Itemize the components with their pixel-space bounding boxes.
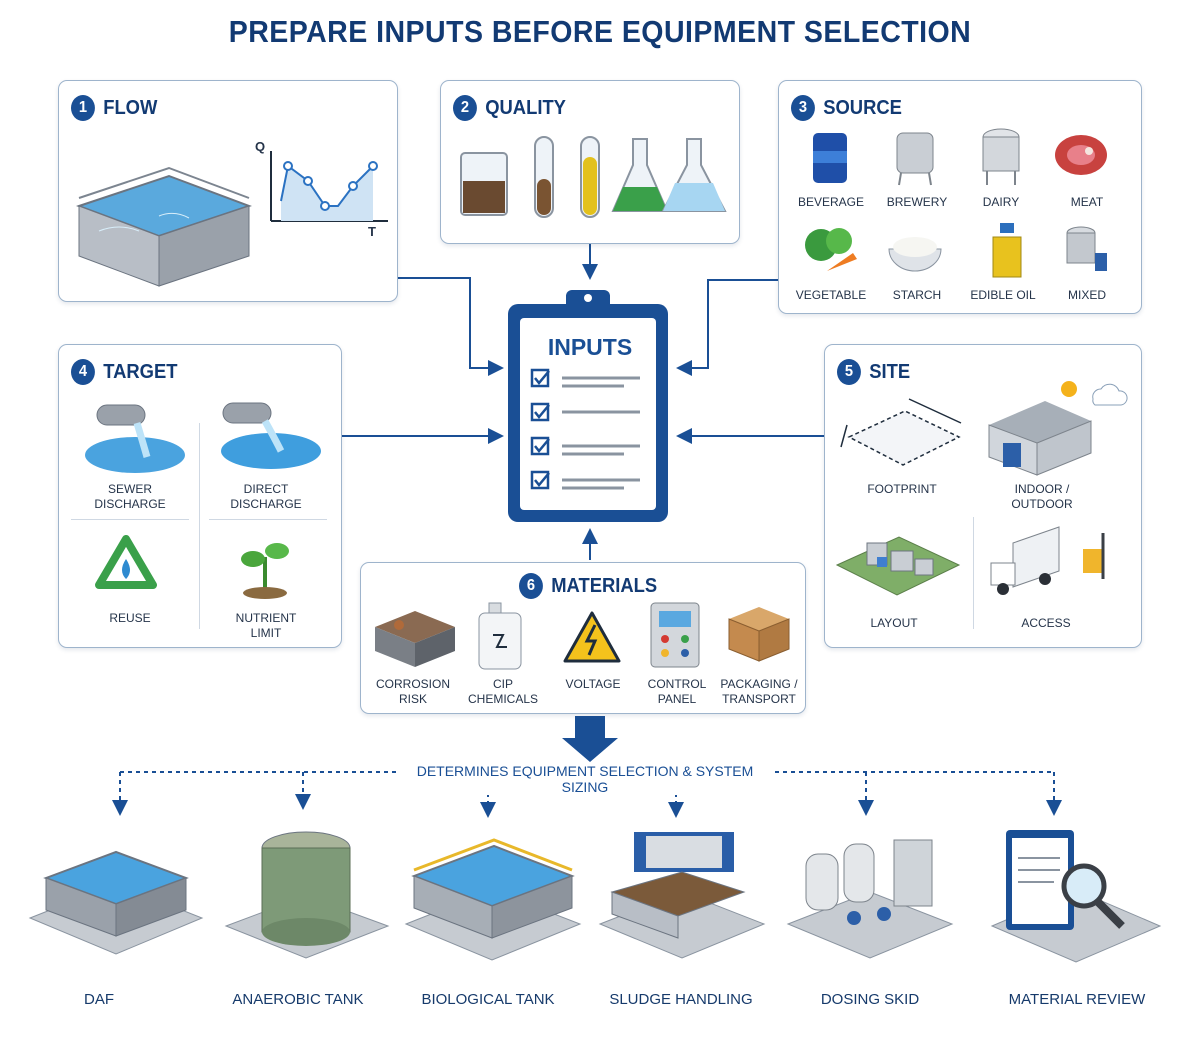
nutrient-plant-icon: [241, 543, 289, 599]
control-panel-icon: [650, 602, 700, 668]
materials-item: PACKAGING / TRANSPORT: [720, 677, 798, 706]
source-item: DAIRY: [982, 195, 1020, 209]
dairy-tank-icon: [982, 128, 1020, 185]
access-truck-forklift-icon: [990, 526, 1105, 595]
source-item: BREWERY: [886, 195, 948, 209]
target-item: DIRECT DISCHARGE: [230, 482, 302, 511]
equipment-label: MATERIAL REVIEW: [1008, 991, 1146, 1008]
target-panel: 4 TARGET SEWER DISCHARGE DIRECT DISCHARG…: [58, 344, 342, 648]
source-connector: [676, 279, 778, 376]
source-panel: 3 SOURCE BEVERAGE BREWERY DAIRY MEAT VEG…: [778, 80, 1142, 314]
axis-q: Q: [255, 139, 266, 154]
target-item: NUTRIENT LIMIT: [235, 611, 297, 640]
site-panel: 5 SITE FOOTPRINT INDOOR / OUTDOOR LAYOUT…: [824, 344, 1142, 648]
meat-icon: [1055, 135, 1107, 175]
source-item: VEGETABLE: [795, 288, 867, 302]
materials-item: VOLTAGE: [565, 677, 621, 691]
source-item: STARCH: [892, 288, 942, 302]
down-big-arrow: [562, 716, 618, 762]
equipment-label: BIOLOGICAL TANK: [421, 991, 555, 1008]
material-review-icon: [990, 830, 1162, 963]
target-item: SEWER DISCHARGE: [94, 482, 166, 511]
flow-connector: [396, 277, 504, 376]
materials-item: CONTROL PANEL: [647, 677, 707, 706]
equipment-label: DOSING SKID: [820, 991, 920, 1008]
axis-t: t: [368, 224, 376, 239]
materials-number: 6: [519, 573, 543, 599]
equipment-label: DAF: [84, 991, 114, 1008]
site-item: INDOOR / OUTDOOR: [1011, 482, 1073, 511]
source-title: 3 SOURCE: [791, 95, 902, 121]
indoor-outdoor-building-icon: [988, 401, 1092, 476]
flow-number: 1: [71, 95, 95, 121]
weather-icon: [1061, 381, 1128, 406]
quality-title: 2 QUALITY: [453, 95, 566, 121]
water-tank-icon: [76, 166, 252, 287]
test-tube-yellow-icon: [580, 136, 600, 218]
flow-chart-icon: [270, 151, 388, 222]
flow-panel: 1 FLOW Q t: [58, 80, 398, 302]
starch-bowl-icon: [888, 237, 942, 272]
source-label: SOURCE: [823, 96, 902, 119]
inputs-label: INPUTS: [547, 334, 633, 360]
materials-item: CORROSION RISK: [375, 677, 450, 706]
materials-label: MATERIALS: [551, 574, 658, 597]
quality-panel: 2 QUALITY: [440, 80, 740, 244]
layout-icon: [835, 536, 961, 596]
dosing-skid-icon: [786, 839, 954, 959]
equipment-label: ANAEROBIC TANK: [232, 991, 364, 1008]
materials-panel: 6 MATERIALS CORROSION RISK CIP CHEMICALS…: [360, 562, 806, 714]
vegetable-icon: [805, 228, 857, 271]
high-voltage-icon: [563, 611, 621, 663]
source-item: BEVERAGE: [797, 195, 865, 209]
site-item: ACCESS: [1021, 616, 1071, 630]
direct-discharge-pipe-icon: [221, 402, 321, 469]
target-item: REUSE: [109, 611, 151, 625]
flask-clear-icon: [661, 138, 727, 212]
flow-label: FLOW: [103, 96, 158, 119]
daf-unit-icon: [28, 850, 204, 955]
biological-tank-icon: [404, 838, 582, 961]
sewer-pipe-icon: [85, 404, 185, 473]
flow-title: 1 FLOW: [71, 95, 157, 121]
sample-vessels: [460, 136, 727, 218]
brewery-tank-icon: [896, 132, 934, 186]
footprint-icon: [840, 398, 962, 466]
site-item: LAYOUT: [870, 616, 918, 630]
target-label: TARGET: [103, 360, 178, 383]
target-number: 4: [71, 359, 95, 385]
target-title: 4 TARGET: [71, 359, 177, 385]
source-number: 3: [791, 95, 815, 121]
quality-number: 2: [453, 95, 477, 121]
sludge-filter-press-icon: [598, 832, 766, 959]
quality-label: QUALITY: [485, 96, 566, 119]
cip-chemical-jerrycan-icon: [478, 602, 522, 670]
source-item: MEAT: [1070, 195, 1104, 209]
page-title: PREPARE INPUTS BEFORE EQUIPMENT SELECTIO…: [228, 14, 972, 49]
mixed-tank-icon: [1066, 226, 1107, 271]
source-item: EDIBLE OIL: [970, 288, 1036, 302]
flask-green-icon: [611, 138, 669, 212]
anaerobic-tank-icon: [224, 831, 390, 959]
source-item: MIXED: [1067, 288, 1106, 302]
packaging-crate-icon: [728, 607, 790, 662]
edible-oil-bottle-icon: [992, 223, 1022, 278]
site-item: FOOTPRINT: [867, 482, 937, 496]
corrosion-metal-icon: [375, 611, 455, 667]
beaker-icon: [460, 152, 508, 216]
site-label: SITE: [869, 360, 911, 383]
site-number: 5: [837, 359, 861, 385]
reuse-recycle-icon: [95, 535, 157, 589]
materials-title: 6 MATERIALS: [519, 573, 657, 599]
clipboard-checklist-icon: [508, 290, 668, 522]
determines-label: DETERMINES EQUIPMENT SELECTION & SYSTEM …: [400, 763, 770, 795]
test-tube-brown-icon: [534, 136, 554, 218]
beverage-can-icon: [813, 133, 847, 183]
materials-item: CIP CHEMICALS: [467, 677, 538, 706]
site-title: 5 SITE: [837, 359, 910, 385]
equipment-label: SLUDGE HANDLING: [609, 991, 753, 1008]
